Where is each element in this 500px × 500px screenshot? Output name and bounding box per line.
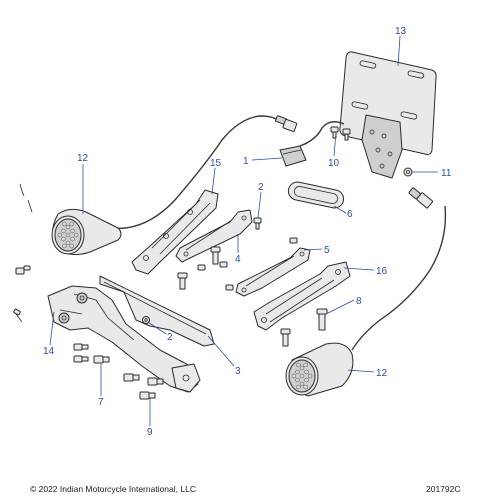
callout-16: 16: [376, 266, 388, 277]
bolts-9: [123, 373, 164, 400]
led-dot: [69, 221, 74, 227]
callout-12-lower: 12: [376, 368, 388, 379]
callout-labels: 13 1 2 10 11 6 12 15 4 5 16 8 12 2 3 14 …: [43, 26, 452, 438]
callout-14: 14: [43, 346, 55, 357]
led-dot: [69, 243, 74, 249]
led-dot: [70, 228, 75, 234]
callout-8: 8: [356, 296, 362, 307]
led-dot: [304, 369, 309, 375]
led-dot: [299, 365, 305, 371]
nut-11: [403, 167, 413, 177]
callout-4: 4: [235, 254, 241, 265]
screw-2-upper: [253, 217, 262, 230]
turn-signal-left: [51, 115, 298, 256]
callout-9: 9: [147, 427, 153, 438]
led-dot: [296, 362, 301, 368]
copyright-text: © 2022 Indian Motorcycle International, …: [30, 484, 196, 494]
bracket-15: [131, 189, 219, 275]
led-dot: [295, 369, 300, 375]
callout-5: 5: [324, 245, 330, 256]
led-dot: [70, 236, 75, 242]
led-dot: [303, 384, 308, 390]
callout-1: 1: [243, 156, 249, 167]
led-dot: [73, 232, 79, 238]
led-dot: [62, 243, 67, 249]
figure-id: 201792C: [426, 484, 461, 494]
led-dot: [62, 221, 67, 227]
led-dot: [307, 373, 313, 379]
reflector-6: [287, 181, 345, 209]
bracket-16: [253, 261, 351, 331]
plate-light-1: [279, 121, 345, 167]
bolts-7: [73, 343, 110, 364]
callout-2-lower: 2: [167, 332, 173, 343]
callout-13: 13: [395, 26, 407, 37]
bracket-5: [235, 247, 311, 297]
bolt-8: [316, 308, 328, 331]
leader-lines: [49, 35, 438, 426]
led-dot: [65, 224, 71, 230]
led-dot: [299, 381, 305, 387]
led-dot: [296, 384, 301, 390]
bolt-under-16: [280, 328, 291, 347]
callout-7: 7: [98, 397, 104, 408]
callout-12-upper: 12: [77, 153, 89, 164]
callout-2-upper: 2: [258, 182, 264, 193]
license-plate-bracket: [339, 51, 437, 179]
turn-signal-right: [285, 187, 447, 397]
led-dot: [295, 377, 300, 383]
bolts-10: [330, 126, 351, 141]
led-dot: [61, 236, 66, 242]
led-dot: [57, 232, 63, 238]
callout-15: 15: [210, 158, 222, 169]
led-dot: [303, 362, 308, 368]
callout-3: 3: [235, 366, 241, 377]
callout-11: 11: [441, 168, 452, 179]
screw-2-lower: [142, 316, 150, 324]
led-dot: [61, 228, 66, 234]
fasteners-left: [13, 183, 33, 323]
led-dot: [304, 377, 309, 383]
callout-10: 10: [328, 158, 340, 169]
led-dot: [65, 232, 71, 238]
led-dot: [291, 373, 297, 379]
bolts-vertical: [177, 237, 298, 291]
led-dot: [299, 373, 305, 379]
callout-6: 6: [347, 209, 353, 220]
led-dot: [65, 240, 71, 246]
main-bracket-14: [47, 275, 215, 393]
bracket-4: [175, 209, 253, 263]
